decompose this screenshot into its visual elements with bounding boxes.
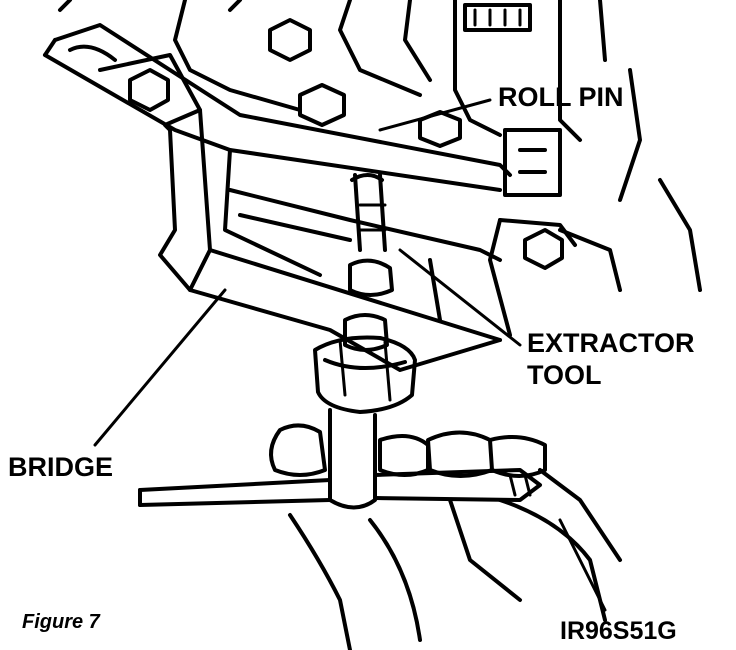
leader-extractor — [398, 248, 522, 347]
leader-code — [558, 518, 607, 612]
extractor-label-line1: EXTRACTOR — [527, 328, 695, 358]
roll-pin-shaft — [343, 173, 394, 352]
leader-bridge — [93, 288, 227, 447]
leader-roll-pin — [378, 98, 492, 132]
leader-lines — [93, 98, 607, 612]
roll-pin-label: ROLL PIN — [498, 82, 624, 112]
bridge-label: BRIDGE — [8, 452, 114, 482]
bolts — [128, 18, 564, 270]
figure-code: IR96S51G — [560, 617, 677, 645]
figure-caption: Figure 7 — [22, 611, 100, 633]
extractor-tool-label: EXTRACTOR TOOL — [527, 328, 695, 392]
bridge — [98, 53, 577, 372]
wrench-handle — [138, 468, 542, 507]
extractor-label-line2: TOOL — [527, 359, 602, 390]
housing — [58, 0, 702, 292]
hand — [269, 423, 622, 650]
bracket-plate — [43, 23, 512, 277]
